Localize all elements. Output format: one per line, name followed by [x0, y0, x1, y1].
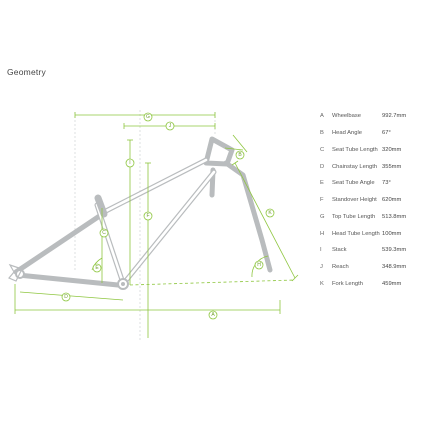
marker-g: G [143, 112, 153, 122]
marker-c: C [99, 228, 109, 238]
geometry-row: F Standover Height 620mm [320, 192, 428, 209]
svg-text:G: G [146, 114, 150, 120]
geometry-label: Wheelbase [332, 113, 362, 120]
geometry-key: K [320, 280, 324, 287]
geometry-key: B [320, 130, 324, 137]
marker-b: B [235, 150, 245, 160]
geometry-row: D Chainstay Length 355mm [320, 158, 428, 175]
geometry-value: 100mm [382, 230, 402, 237]
marker-k: K [265, 208, 275, 218]
geometry-row: C Seat Tube Length 320mm [320, 142, 428, 159]
geometry-row: B Head Angle 67° [320, 125, 428, 142]
geometry-value: 355mm [382, 163, 402, 170]
geometry-row: J Reach 348.9mm [320, 259, 428, 276]
geometry-label: Head Tube Length [332, 230, 380, 237]
geometry-row: G Top Tube Length 513.8mm [320, 209, 428, 226]
dimension-markers: A B C D E F G H I J K [61, 112, 275, 320]
geometry-row: I Stack 539.3mm [320, 242, 428, 259]
geometry-key: G [320, 213, 325, 220]
svg-text:I: I [129, 160, 130, 166]
geometry-key: E [320, 180, 324, 187]
geometry-label: Stack [332, 247, 347, 254]
marker-f: F [143, 211, 153, 221]
geometry-value: 67° [382, 130, 391, 137]
geometry-row: H Head Tube Length 100mm [320, 225, 428, 242]
svg-text:A: A [211, 312, 215, 318]
geometry-value: 73° [382, 180, 391, 187]
svg-text:B: B [238, 152, 242, 158]
svg-text:F: F [146, 213, 149, 219]
geometry-label: Seat Tube Length [332, 146, 378, 153]
geometry-key: A [320, 113, 324, 120]
geometry-key: J [320, 264, 323, 271]
marker-i: I [125, 158, 135, 168]
geometry-key: C [320, 146, 325, 153]
geometry-label: Head Angle [332, 130, 362, 137]
geometry-value: 320mm [382, 146, 402, 153]
geometry-row: K Fork Length 459mm [320, 276, 428, 293]
geometry-label: Standover Height [332, 197, 377, 204]
geometry-value: 620mm [382, 197, 402, 204]
page-title: Geometry [7, 67, 46, 77]
svg-text:E: E [95, 265, 99, 271]
marker-j: J [165, 121, 175, 131]
marker-e: E [92, 263, 102, 273]
svg-text:J: J [169, 123, 172, 129]
geometry-row: A Wheelbase 992.7mm [320, 108, 428, 125]
geometry-label: Reach [332, 264, 349, 271]
geometry-value: 539.3mm [382, 247, 407, 254]
geometry-key: H [320, 230, 325, 237]
geometry-key: F [320, 197, 324, 204]
marker-d: D [61, 292, 71, 302]
geometry-row: E Seat Tube Angle 73° [320, 175, 428, 192]
geometry-key: I [320, 247, 322, 254]
geometry-label: Seat Tube Angle [332, 180, 375, 187]
marker-h: H [254, 260, 264, 270]
geometry-label: Top Tube Length [332, 213, 376, 220]
geometry-value: 348.9mm [382, 264, 407, 271]
geometry-table: A Wheelbase 992.7mm B Head Angle 67° C S… [320, 108, 428, 292]
geometry-key: D [320, 163, 325, 170]
geometry-label: Fork Length [332, 280, 363, 287]
svg-text:H: H [257, 262, 261, 268]
bike-frame [8, 136, 273, 290]
svg-text:K: K [268, 210, 272, 216]
geometry-value: 992.7mm [382, 113, 407, 120]
marker-a: A [208, 310, 218, 320]
geometry-label: Chainstay Length [332, 163, 378, 170]
geometry-value: 459mm [382, 280, 402, 287]
svg-text:C: C [102, 230, 106, 236]
reference-lines [74, 110, 216, 340]
svg-text:D: D [64, 294, 68, 300]
geometry-value: 513.8mm [382, 213, 407, 220]
